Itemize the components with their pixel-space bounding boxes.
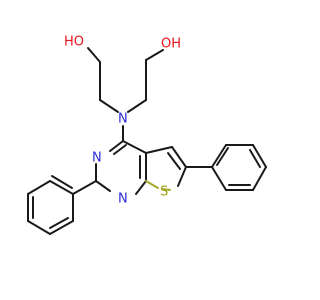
ring-nitrogen-bottom-label: N: [118, 192, 128, 207]
structure-diagram: HO OH N N N S: [27, 35, 267, 235]
ring-nitrogen-top-label: N: [92, 151, 102, 166]
hydroxyl-left-label: HO: [64, 35, 84, 50]
left-hydroxyethyl-arm: [87, 47, 119, 113]
pyrimidine-ring: [95, 140, 147, 195]
hydroxyl-right-label: OH: [161, 37, 181, 52]
left-phenyl-ring: [27, 175, 97, 235]
thiophene-ring: [145, 146, 187, 191]
right-hydroxyethyl-arm: [127, 49, 164, 113]
molecule-canvas: HO OH N N N S: [27, 34, 267, 235]
amine-nitrogen-label: N: [118, 112, 128, 127]
right-phenyl-ring: [185, 144, 267, 191]
thiophene-sulfur-label: S: [160, 185, 168, 200]
